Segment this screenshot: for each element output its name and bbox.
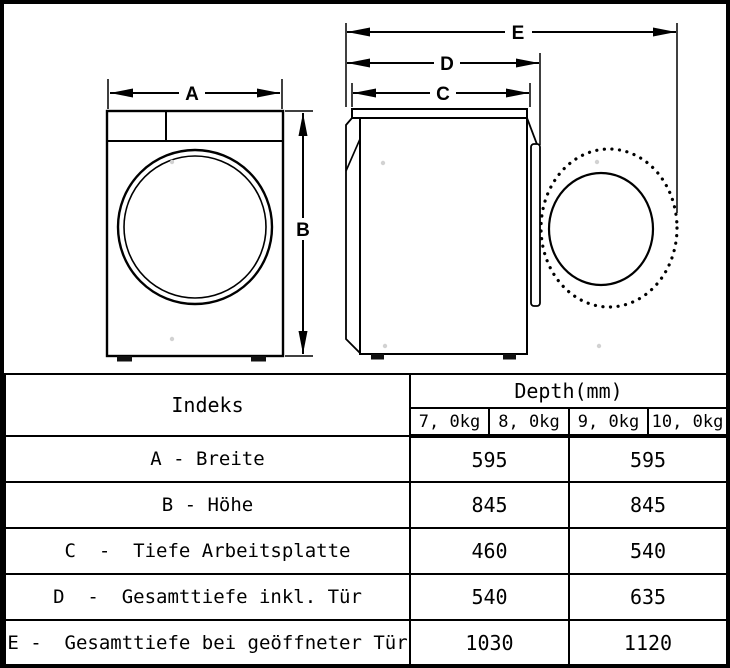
open-door-circle bbox=[547, 171, 655, 287]
index-column-header: Indeks bbox=[4, 373, 411, 437]
arrowhead-down bbox=[298, 331, 308, 354]
front-view bbox=[105, 109, 285, 362]
arrowhead-right bbox=[516, 58, 539, 68]
dim-label-d: D bbox=[440, 54, 454, 75]
side-back-panel bbox=[345, 117, 361, 354]
capacity-header-9kg: 9, 0kg bbox=[568, 407, 649, 438]
front-door-outer-circle bbox=[116, 148, 274, 306]
value-9-10kg: 635 bbox=[568, 573, 726, 621]
arrowhead-right bbox=[506, 88, 529, 98]
dim-label-a: A bbox=[185, 84, 199, 105]
value-7-8kg: 460 bbox=[409, 527, 570, 575]
value-7-8kg: 595 bbox=[409, 435, 570, 483]
side-foot-left bbox=[371, 354, 384, 360]
value-9-10kg: 595 bbox=[568, 435, 726, 483]
capacity-header-8kg: 8, 0kg bbox=[488, 407, 570, 438]
capacity-header-10kg: 10, 0kg bbox=[647, 407, 726, 438]
side-body bbox=[359, 117, 528, 355]
dim-label-c: C bbox=[436, 84, 450, 105]
washing-machine-dimension-drawing: A B bbox=[105, 21, 679, 362]
side-view bbox=[345, 108, 679, 360]
table-row-e-gesamttiefe-geoeffnete-tuer: E - Gesamttiefe bei geöffneter Tür 1030 … bbox=[4, 619, 726, 664]
value-9-10kg: 845 bbox=[568, 481, 726, 529]
front-view-body bbox=[105, 109, 285, 358]
arrowhead-left bbox=[110, 88, 133, 98]
side-door-panel bbox=[530, 143, 541, 307]
arrowhead-left bbox=[353, 88, 376, 98]
row-label: B - Höhe bbox=[4, 481, 411, 529]
dim-label-e: E bbox=[512, 23, 525, 44]
dim-label-b: B bbox=[296, 220, 310, 241]
side-back-panel-slant bbox=[345, 138, 361, 172]
scan-specks bbox=[169, 159, 602, 349]
value-7-8kg: 845 bbox=[409, 481, 570, 529]
front-foot-right bbox=[251, 356, 266, 362]
front-door-inner-circle bbox=[123, 155, 267, 299]
row-label: D - Gesamttiefe inkl. Tür bbox=[4, 573, 411, 621]
value-9-10kg: 1120 bbox=[568, 619, 726, 664]
front-foot-left bbox=[117, 356, 132, 362]
row-label: E - Gesamttiefe bei geöffneter Tür bbox=[4, 619, 411, 664]
arrowhead-right bbox=[653, 27, 676, 37]
arrowhead-left bbox=[347, 27, 370, 37]
arrowhead-left bbox=[347, 58, 370, 68]
table-row-d-gesamttiefe-inkl-tuer: D - Gesamttiefe inkl. Tür 540 635 bbox=[4, 573, 726, 621]
dimension-a-width: A bbox=[107, 79, 283, 109]
row-label: C - Tiefe Arbeitsplatte bbox=[4, 527, 411, 575]
dimension-e-open-door-depth: E bbox=[345, 21, 678, 213]
side-worktop bbox=[351, 108, 528, 119]
side-door-top-slant bbox=[526, 117, 539, 148]
side-foot-right bbox=[503, 354, 516, 360]
depth-column-header: Depth(mm) bbox=[409, 373, 726, 409]
arrowhead-up bbox=[298, 113, 308, 136]
capacity-header-7kg: 7, 0kg bbox=[409, 407, 490, 438]
dimension-diagram: A B bbox=[4, 4, 726, 373]
value-7-8kg: 540 bbox=[409, 573, 570, 621]
value-9-10kg: 540 bbox=[568, 527, 726, 575]
header-row-capacities: 7, 0kg 8, 0kg 9, 0kg 10, 0kg bbox=[5, 407, 726, 438]
dimension-b-height: B bbox=[285, 110, 315, 357]
dimension-c-worktop-depth: C bbox=[351, 82, 531, 107]
header-row-depth: Indeks Depth(mm) bbox=[4, 373, 726, 437]
spec-table: Indeks Depth(mm) 7, 0kg 8, 0kg 9, 0kg 10… bbox=[4, 373, 726, 664]
arrowhead-right bbox=[257, 88, 280, 98]
dimension-d-total-depth: D bbox=[347, 52, 541, 145]
table-row-c-tiefe-arbeitsplatte: C - Tiefe Arbeitsplatte 460 540 bbox=[4, 527, 726, 575]
value-7-8kg: 1030 bbox=[409, 619, 570, 664]
table-row-b-hoehe: B - Höhe 845 845 bbox=[4, 481, 726, 529]
row-label: A - Breite bbox=[4, 435, 411, 483]
door-swing-dotted-circle bbox=[539, 147, 679, 309]
table-row-a-breite: A - Breite 595 595 bbox=[4, 435, 726, 483]
